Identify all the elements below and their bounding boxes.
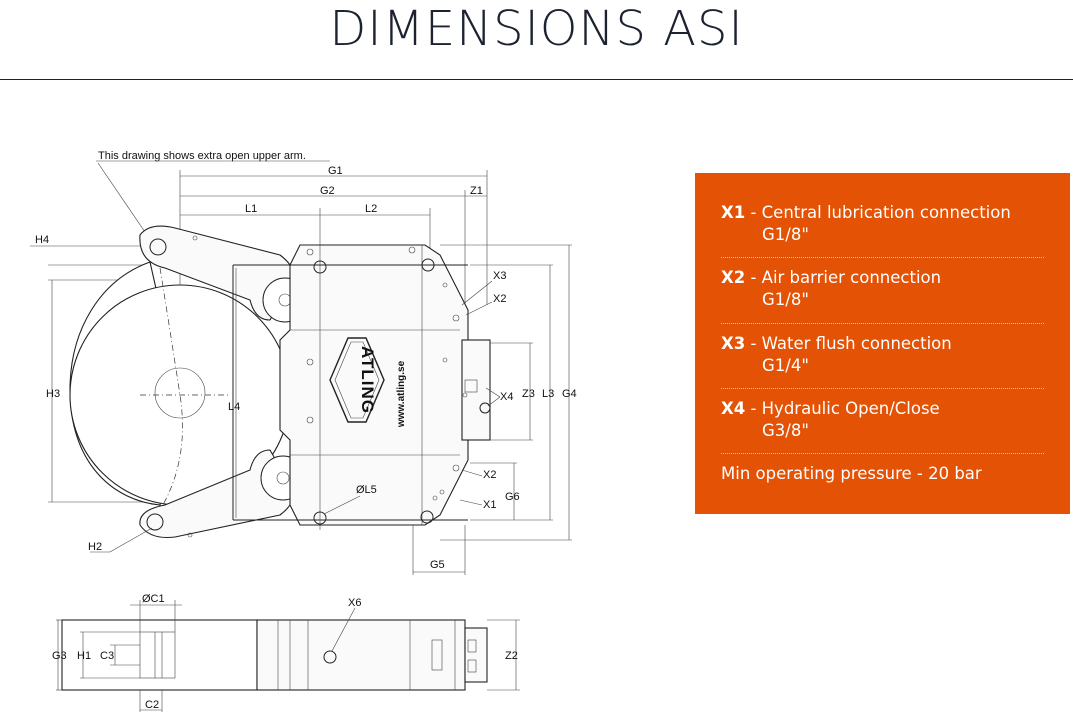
connection-size: G1/4"	[762, 356, 809, 375]
dim-Z3: Z3	[522, 388, 535, 400]
connection-x3: X3 - Water flush connection G1/4"	[721, 333, 952, 377]
connection-size: G1/8"	[762, 225, 809, 244]
dim-C3: C3	[100, 650, 114, 662]
connection-description: - Air barrier connection	[750, 268, 942, 287]
dim-L1: L1	[245, 203, 257, 215]
connection-code: X4	[721, 399, 746, 418]
label-X2-bottom: X2	[483, 469, 496, 481]
dim-C2: C2	[145, 699, 159, 711]
technical-drawing: This drawing shows extra open upper arm.…	[30, 150, 577, 712]
dim-G4: G4	[562, 388, 577, 400]
connection-code: X3	[721, 334, 746, 353]
connection-description: - Hydraulic Open/Close	[750, 399, 940, 418]
title-divider	[0, 79, 1073, 80]
dim-H3: H3	[46, 388, 60, 400]
dim-L3: L3	[542, 388, 554, 400]
label-X3: X3	[493, 270, 506, 282]
dim-G3: G3	[52, 650, 67, 662]
label-X2-top: X2	[493, 293, 506, 305]
label-X1: X1	[483, 499, 496, 511]
connection-x1: X1 - Central lubrication connection G1/8…	[721, 202, 1011, 246]
dim-G5: G5	[430, 559, 445, 571]
dim-G2: G2	[320, 185, 335, 197]
dim-Z2: Z2	[505, 650, 518, 662]
dim-H4: H4	[35, 234, 49, 246]
divider	[721, 323, 1044, 324]
drawing-note: This drawing shows extra open upper arm.	[98, 150, 306, 162]
connection-code: X1	[721, 203, 746, 222]
connections-panel: X1 - Central lubrication connection G1/8…	[695, 173, 1070, 514]
dim-C1: ØC1	[142, 593, 165, 605]
divider	[721, 388, 1044, 389]
dim-L2: L2	[365, 203, 377, 215]
connection-x2: X2 - Air barrier connection G1/8"	[721, 267, 941, 311]
dim-H1: H1	[77, 650, 91, 662]
dim-Z1: Z1	[470, 185, 483, 197]
atling-logo-text: ATLING	[358, 346, 377, 414]
divider	[721, 257, 1044, 258]
page-title: DIMENSIONS ASI	[329, 1, 744, 57]
connection-x4: X4 - Hydraulic Open/Close G3/8"	[721, 398, 940, 442]
divider	[721, 453, 1044, 454]
min-pressure: Min operating pressure - 20 bar	[721, 464, 982, 483]
website-text: www.atling.se	[396, 360, 407, 428]
dim-L5: ØL5	[356, 484, 377, 496]
connection-description: - Central lubrication connection	[750, 203, 1011, 222]
connection-code: X2	[721, 268, 746, 287]
connection-description: - Water flush connection	[750, 334, 952, 353]
label-X6: X6	[348, 597, 361, 609]
dim-L4: L4	[228, 401, 240, 413]
dim-G6: G6	[505, 491, 520, 503]
label-X4: X4	[500, 391, 513, 403]
connection-size: G1/8"	[762, 290, 809, 309]
dim-H2: H2	[88, 541, 102, 553]
dim-G1: G1	[328, 165, 343, 177]
connection-size: G3/8"	[762, 421, 809, 440]
